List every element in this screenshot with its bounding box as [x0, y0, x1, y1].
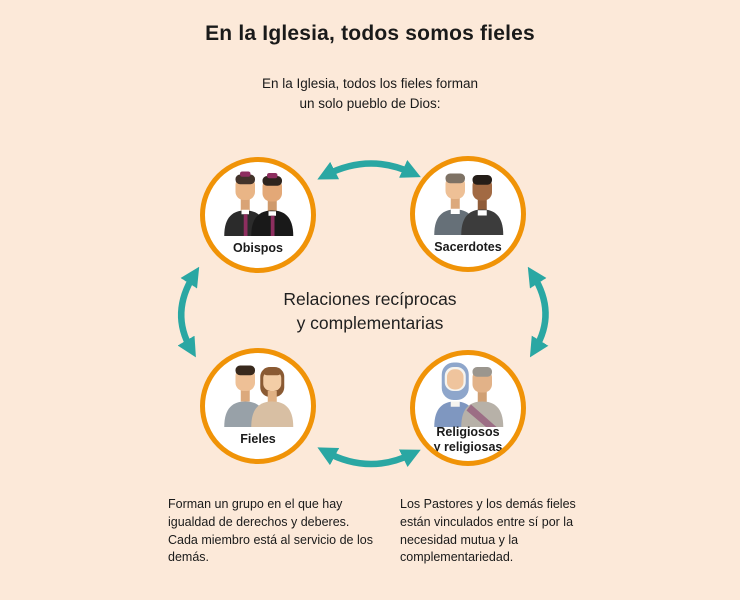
node-fieles: Fieles: [200, 348, 316, 464]
bishops-figures-icon: [224, 171, 294, 236]
priests-figures-icon: [434, 173, 504, 235]
node-label-obispos: Obispos: [232, 240, 283, 255]
node-label-sacerdotes: Sacerdotes: [434, 239, 502, 254]
node-label-religiosos: Religiosos y religiosas: [433, 425, 503, 454]
page-title: En la Iglesia, todos somos fieles: [205, 22, 535, 45]
center-label: Relaciones recíprocas y complementarias: [283, 289, 457, 333]
node-obispos: Obispos: [200, 157, 316, 273]
arrow-top-icon: [317, 160, 421, 180]
page-subtitle: En la Iglesia, todos los fieles forman u…: [261, 76, 479, 112]
arrow-bottom-icon: [317, 447, 421, 468]
religious-figures-icon: [434, 362, 504, 427]
laypeople-figures-icon: [224, 365, 294, 427]
footnote-left: Forman un grupo en el que hay igualdad d…: [168, 497, 373, 565]
node-sacerdotes: Sacerdotes: [410, 156, 526, 272]
node-label-fieles: Fieles: [240, 431, 276, 446]
footnote-right: Los Pastores y los demás fieles están vi…: [400, 497, 576, 565]
laywoman-figure: [251, 367, 294, 427]
node-religiosos: Religiosos y religiosas: [410, 350, 526, 466]
bishop-figure-right: [251, 173, 294, 236]
priest-figure-right: [461, 175, 504, 235]
priest-figure-left: [434, 173, 477, 235]
religious-man-figure: [461, 367, 504, 427]
